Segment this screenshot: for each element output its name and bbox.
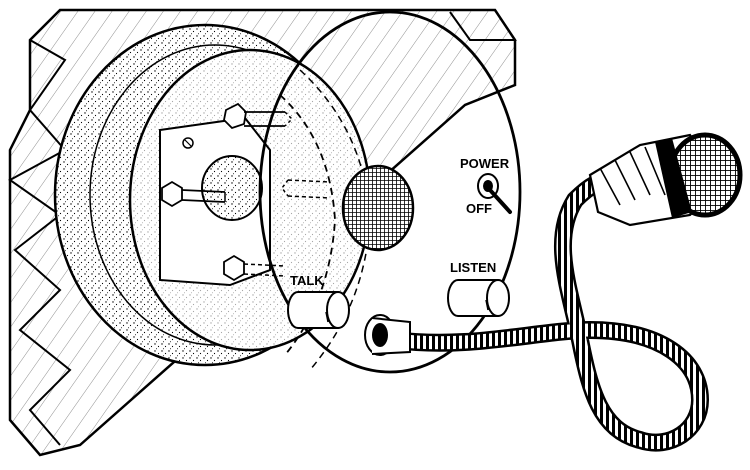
bolt-icon bbox=[223, 102, 294, 130]
bolt-icon bbox=[161, 180, 226, 208]
bolt-icon bbox=[223, 254, 286, 282]
speaker-grille bbox=[341, 164, 415, 252]
listen-button[interactable]: LISTEN bbox=[447, 260, 510, 317]
talk-button[interactable]: TALK bbox=[287, 273, 350, 329]
power-label: POWER bbox=[460, 156, 510, 171]
listen-label: LISTEN bbox=[450, 260, 496, 275]
bolt-icon bbox=[281, 179, 331, 199]
microphone-head bbox=[588, 132, 743, 227]
gooseneck-microphone-arm bbox=[364, 169, 710, 452]
power-switch[interactable]: POWER OFF bbox=[460, 156, 512, 216]
gooseneck-collar bbox=[364, 314, 411, 356]
mounting-bolts bbox=[161, 102, 331, 282]
off-label: OFF bbox=[466, 201, 492, 216]
talk-label: TALK bbox=[290, 273, 324, 288]
